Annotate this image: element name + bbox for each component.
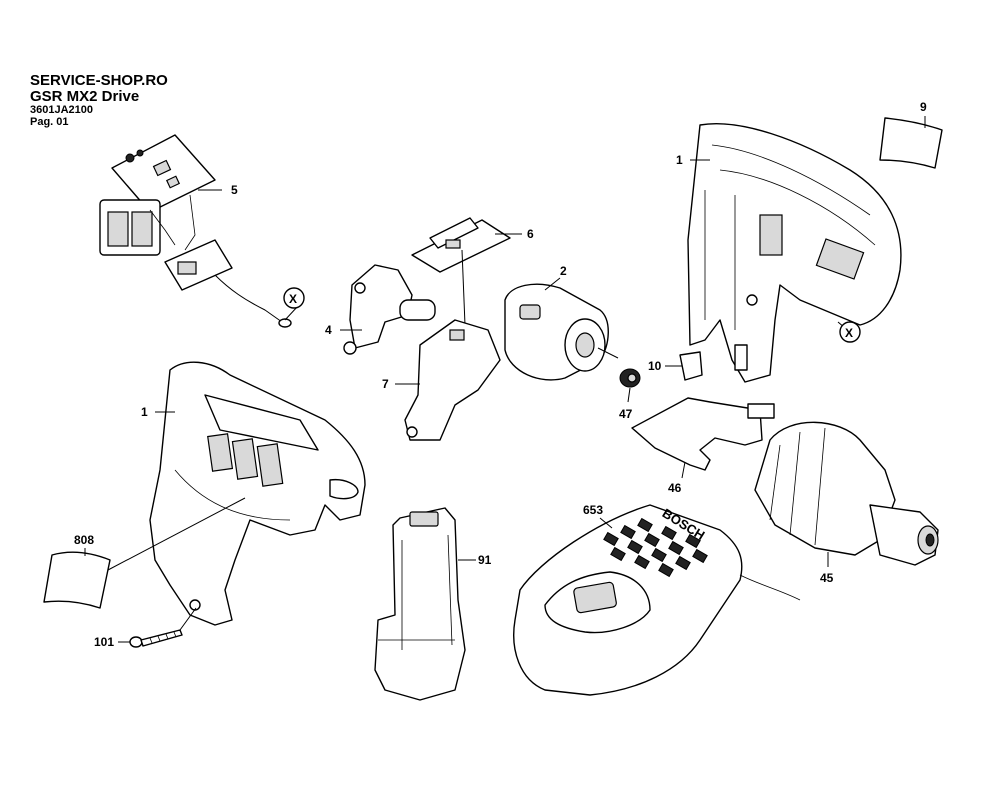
part-47-pinion (619, 368, 641, 388)
leader-6-down (461, 249, 466, 326)
leader-808-housing (107, 497, 246, 571)
part-808-label (43, 551, 111, 609)
part-6-switch-slider (411, 217, 511, 273)
part-1-housing-right (687, 123, 902, 383)
callout-7: 7 (382, 377, 389, 391)
model-name: GSR MX2 Drive (30, 88, 140, 105)
part-45-gearbox (754, 421, 939, 566)
part-1-housing-left (149, 361, 366, 626)
callout-1-top: 1 (676, 153, 683, 167)
callout-45: 45 (820, 571, 834, 585)
callout-46: 46 (668, 481, 682, 495)
callout-9: 9 (920, 100, 927, 114)
callout-x-a: X (289, 292, 297, 306)
callout-6: 6 (527, 227, 534, 241)
callout-47: 47 (619, 407, 633, 421)
callout-2: 2 (560, 264, 567, 278)
leader-47 (627, 387, 631, 403)
page-number: Pag. 01 (30, 116, 69, 128)
x-marker-b-circle (839, 321, 861, 343)
part-46-bracket (631, 397, 775, 471)
part-7-selector (404, 319, 501, 441)
shop-name: SERVICE-SHOP.RO (30, 72, 168, 89)
part-code: 3601JA2100 (30, 104, 94, 116)
part-5-electronics (99, 134, 292, 328)
part-653-charger: BOSCH (513, 504, 801, 696)
callout-5: 5 (231, 183, 238, 197)
part-101-screw (129, 629, 183, 648)
charger-grille (603, 517, 708, 578)
callout-808: 808 (74, 533, 94, 547)
callout-653: 653 (583, 503, 603, 517)
leader-46 (681, 461, 686, 479)
callout-x-b: X (845, 326, 853, 340)
leader-101-housing (179, 607, 197, 631)
leader-653 (599, 517, 613, 529)
part-9-label (879, 117, 943, 169)
part-2-motor (504, 283, 619, 381)
callout-91: 91 (478, 553, 492, 567)
callout-4: 4 (325, 323, 332, 337)
callout-101: 101 (94, 635, 114, 649)
part-4-switch-lever (343, 264, 436, 355)
leader-2 (544, 277, 561, 291)
callout-1-left: 1 (141, 405, 148, 419)
part-10-clip (679, 351, 703, 381)
part-91-battery (374, 507, 466, 701)
callout-10: 10 (648, 359, 662, 373)
x-marker-a-circle (283, 287, 305, 309)
